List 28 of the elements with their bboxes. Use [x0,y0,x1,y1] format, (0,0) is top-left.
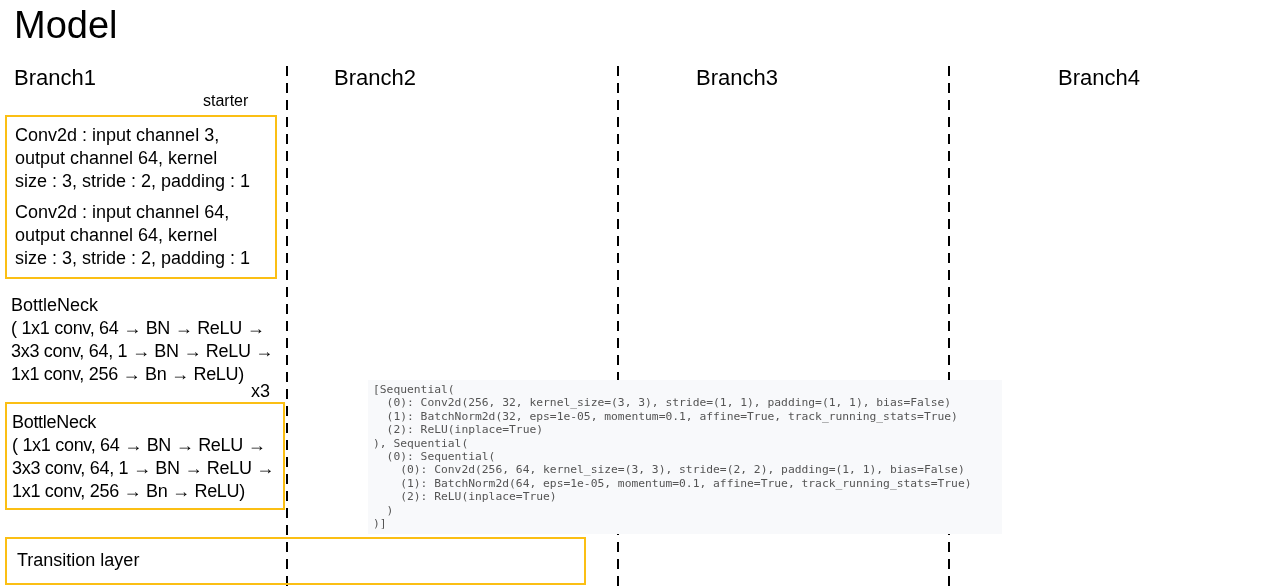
layer-name: Transition layer [17,549,141,572]
code-line: (2): ReLU(inplace=True) [385,423,545,437]
block-description: ( 1x1 conv, 64 → BN → ReLU → 3x3 conv, 64, 1 → BN → ReLU → 1x1 conv, 256 → Bn → ReLU) [11,317,275,384]
code-panel [368,380,1002,534]
layer-description: Conv2d : input channel 64, output channel 64, kernel size : 3, stride : 2, padding : 1 [15,201,251,270]
code-line: (1): BatchNorm2d(32, eps=1e-05, momentum=0.1, affine=True, track_running_stats=True) [385,409,959,424]
code-line: (0): Sequential( [385,450,497,464]
box-caption: starter [203,91,249,111]
code-line: (2): ReLU(inplace=True) [399,490,558,504]
column-heading: Branch4 [1058,64,1140,92]
code-line: [Sequential( [373,383,456,397]
code-line: (1): BatchNorm2d(64, eps=1e-05, momentum=0.1, affine=True, track_running_stats=True) [399,476,973,491]
code-line: ) [385,503,395,518]
code-line: (0): Conv2d(256, 32, kernel_size=(3, 3), stride=(1, 1), padding=(1, 1), bias=False) [385,396,953,410]
layer-box [5,402,285,510]
code-line: (0): Conv2d(256, 64, kernel_size=(3, 3), stride=(2, 2), padding=(1, 1), bias=False) [399,463,966,477]
column-heading: Branch1 [14,64,96,92]
block-description: ( 1x1 conv, 64 → BN → ReLU → 3x3 conv, 64, 1 → BN → ReLU → 1x1 conv, 256 → Bn → ReLU) [12,434,276,503]
layer-box [5,115,277,279]
layer-description: Conv2d : input channel 3, output channel 64, kernel size : 3, stride : 2, padding : 1 [15,124,251,193]
layer-box [5,537,586,585]
block-heading: BottleNeck [11,294,99,317]
block-heading: BottleNeck [12,411,98,434]
code-line: )] [373,517,388,531]
column-heading: Branch3 [696,64,778,92]
title: Model [14,3,118,48]
code-line: ), Sequential( [373,436,470,451]
column-heading: Branch2 [334,64,416,92]
